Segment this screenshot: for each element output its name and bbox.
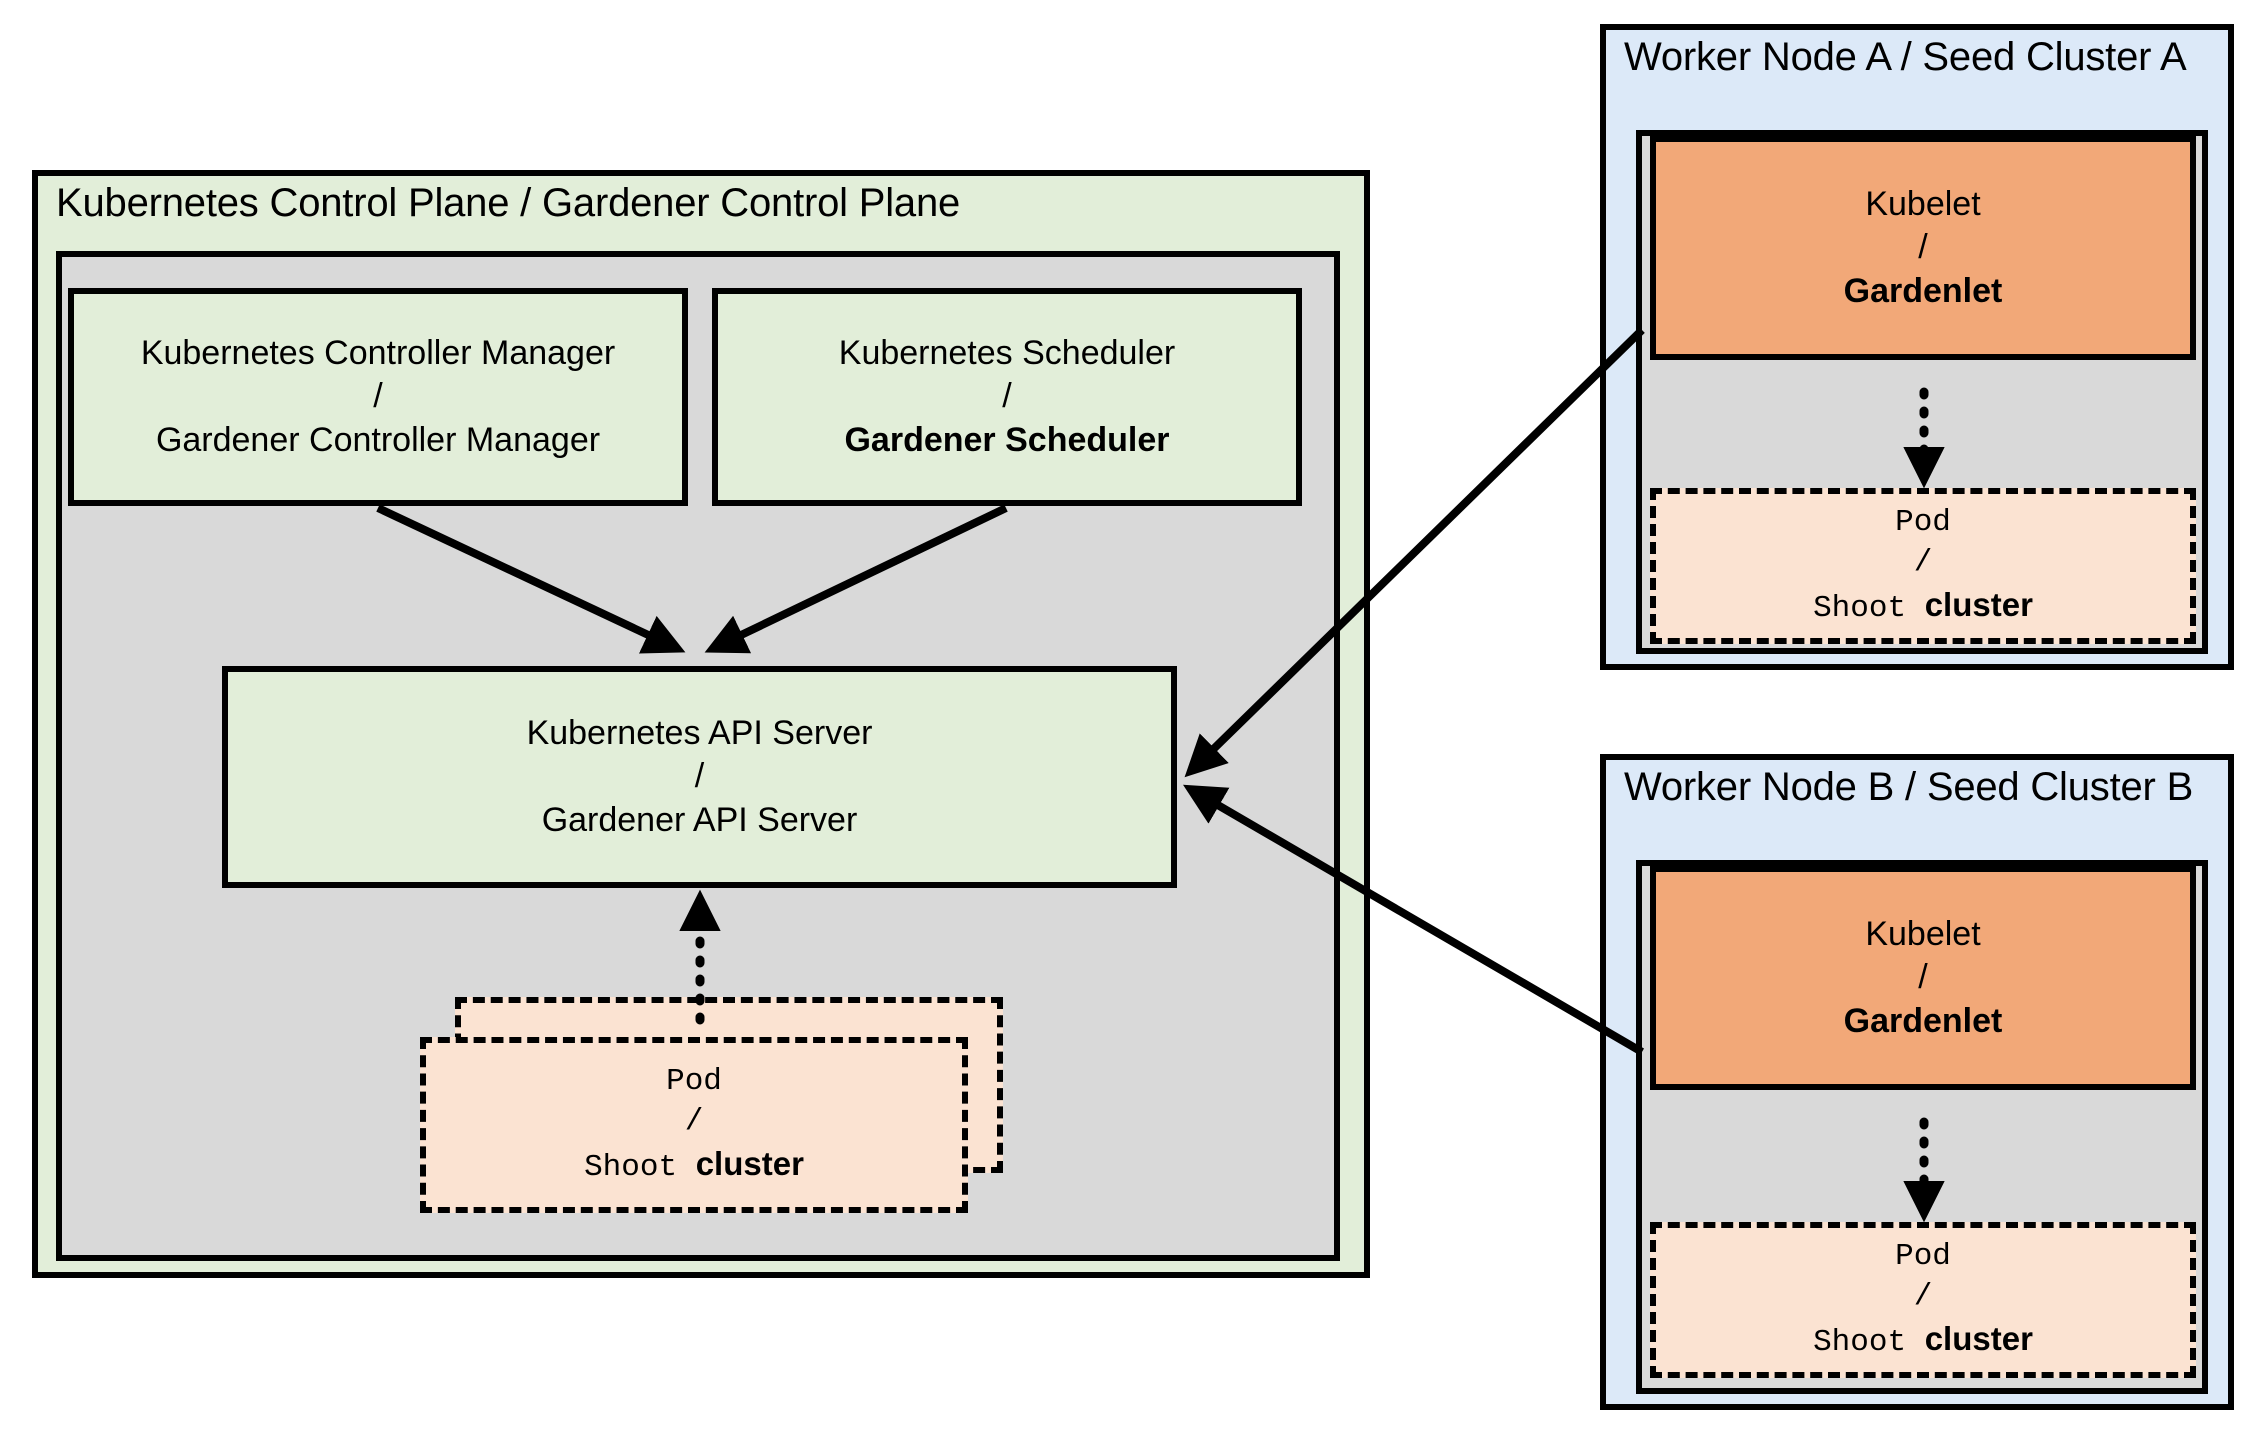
kubernetes-api-server-box[interactable]: Kubernetes API Server / Gardener API Ser… [222, 666, 1177, 888]
seed-a-pod-shoot-text: Shoot [1813, 590, 1925, 626]
control-plane-pod-line-2: Shoot cluster [584, 1143, 804, 1188]
controller-manager-separator: / [373, 377, 383, 416]
kubelet-gardenlet-b-box[interactable]: Kubelet / Gardenlet [1650, 866, 2196, 1090]
kubelet-b-line-2: Gardenlet [1843, 1001, 2003, 1040]
seed-b-pod-shoot-text: Shoot [1813, 1324, 1925, 1360]
scheduler-line-2: Gardener Scheduler [844, 420, 1170, 459]
kubelet-a-line-2: Gardenlet [1843, 271, 2003, 310]
api-server-line-1: Kubernetes API Server [526, 713, 873, 752]
kubelet-b-separator: / [1918, 958, 1928, 997]
control-plane-pod-shoot-text: Shoot [584, 1149, 696, 1185]
kubelet-b-line-1: Kubelet [1865, 914, 1981, 953]
seed-a-pod-line-2: Shoot cluster [1813, 584, 2033, 629]
kubelet-a-separator: / [1918, 228, 1928, 267]
control-plane-pod-line-1: Pod [666, 1064, 722, 1100]
seed-b-pod-line-2: Shoot cluster [1813, 1318, 2033, 1363]
seed-a-pod-line-1: Pod [1895, 505, 1951, 541]
kubelet-a-line-1: Kubelet [1865, 184, 1981, 223]
controller-manager-line-1: Kubernetes Controller Manager [140, 333, 616, 372]
seed-cluster-a-title: Worker Node A / Seed Cluster A [1624, 35, 2187, 79]
controller-manager-line-2: Gardener Controller Manager [155, 420, 601, 459]
seed-b-pod-line-1: Pod [1895, 1239, 1951, 1275]
seed-cluster-a-pod-box[interactable]: Pod / Shoot cluster [1650, 488, 2196, 644]
kubernetes-scheduler-box[interactable]: Kubernetes Scheduler / Gardener Schedule… [712, 288, 1302, 506]
seed-a-pod-separator: / [1913, 545, 1933, 581]
control-plane-pod-cluster-text: cluster [695, 1144, 804, 1182]
scheduler-separator: / [1002, 377, 1012, 416]
seed-b-pod-cluster-text: cluster [1924, 1319, 2033, 1357]
seed-a-pod-cluster-text: cluster [1924, 585, 2033, 623]
api-server-line-2: Gardener API Server [541, 800, 858, 839]
api-server-separator: / [694, 757, 705, 796]
seed-cluster-b-title: Worker Node B / Seed Cluster B [1624, 765, 2194, 809]
seed-b-pod-separator: / [1913, 1279, 1933, 1315]
seed-cluster-b-pod-box[interactable]: Pod / Shoot cluster [1650, 1222, 2196, 1378]
kubernetes-controller-manager-box[interactable]: Kubernetes Controller Manager / Gardener… [68, 288, 688, 506]
control-plane-title: Kubernetes Control Plane / Gardener Cont… [56, 181, 961, 225]
control-plane-pod-separator: / [684, 1104, 704, 1140]
kubelet-gardenlet-a-box[interactable]: Kubelet / Gardenlet [1650, 136, 2196, 360]
control-plane-pod-box[interactable]: Pod / Shoot cluster [420, 1037, 968, 1213]
scheduler-line-1: Kubernetes Scheduler [838, 333, 1176, 372]
